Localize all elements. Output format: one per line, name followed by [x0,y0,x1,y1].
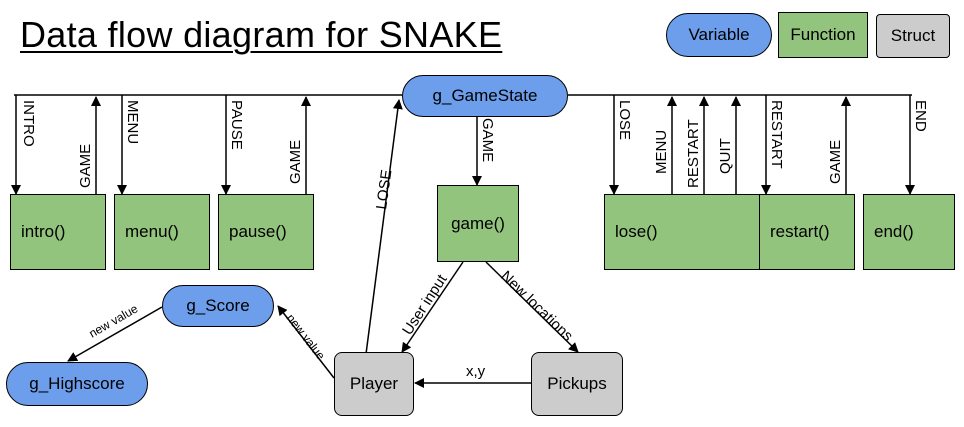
label-user-input: User input [399,271,451,338]
label-new-locations: New locations [497,268,576,345]
legend-variable: Variable [666,13,772,57]
node-pause: pause() [218,194,314,270]
node-player-label: Player [349,374,399,393]
node-restart-label: restart() [770,222,830,241]
label-intro-in: INTRO [20,100,37,147]
arrow-player-lose [365,99,403,355]
node-intro-label: intro() [21,222,66,241]
label-end-in: END [912,100,929,132]
node-g-gamestate: g_GameState [402,75,568,117]
label-intro-out: GAME [77,144,94,188]
label-game-in: GAME [479,118,496,162]
arrow-user-input [401,261,464,353]
arrow-new-locations [485,261,579,353]
label-xy: x,y [466,363,486,380]
arrow-highscore-new-value [67,306,163,362]
legend-struct: Struct [876,14,950,58]
label-restart-in: RESTART [768,100,785,169]
label-player-lose: LOSE [373,169,395,211]
node-g-score: g_Score [162,285,274,327]
node-g-highscore-label: g_Highscore [29,374,125,393]
node-game: game() [437,185,519,262]
node-pickups: Pickups [531,352,623,416]
node-g-highscore: g_Highscore [6,362,148,406]
node-end: end() [863,194,955,270]
label-lose-restart: RESTART [685,119,702,188]
label-lose-quit: QUIT [717,138,734,174]
node-game-label: game() [451,213,505,233]
node-g-score-label: g_Score [186,296,250,315]
node-pause-label: pause() [229,222,287,241]
node-lose-label: lose() [615,222,658,241]
arrow-score-new-value [277,305,335,379]
label-lose-menu: MENU [653,130,670,174]
node-menu: menu() [114,194,210,270]
label-menu-in: MENU [124,100,141,144]
node-end-label: end() [874,222,914,241]
node-pickups-label: Pickups [547,374,607,393]
legend-struct-label: Struct [890,26,936,45]
node-player: Player [334,352,414,416]
node-menu-label: menu() [125,222,179,241]
legend-variable-label: Variable [688,25,750,44]
node-restart: restart() [759,194,855,270]
node-lose: lose() [604,194,770,270]
node-intro: intro() [10,194,106,270]
legend-function-label: Function [790,25,856,44]
label-pause-out: GAME [287,140,304,184]
page-title: Data flow diagram for SNAKE [20,14,503,55]
node-g-gamestate-label: g_GameState [432,86,538,105]
label-score-new-value: new value [284,311,329,362]
label-lose-in: LOSE [616,100,633,140]
label-restart-out: GAME [827,140,844,184]
label-pause-in: PAUSE [228,100,245,150]
legend-function: Function [778,12,868,58]
